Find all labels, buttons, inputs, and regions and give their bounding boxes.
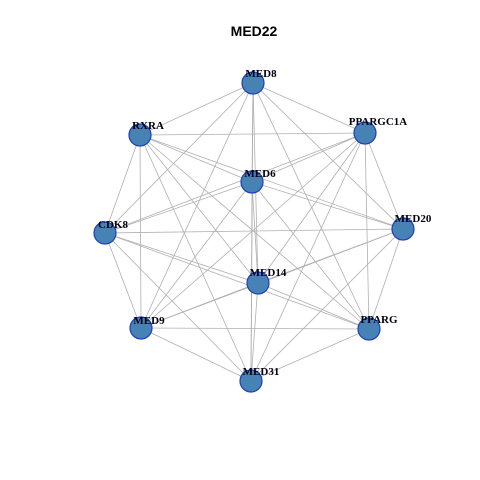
edge-med9-med31 <box>140 327 252 382</box>
edge-cdk8-med9 <box>104 232 142 329</box>
edge-cdk8-pparg <box>104 232 370 330</box>
node-label-ppargc1a: PPARGC1A <box>349 116 408 128</box>
edge-med6-med20 <box>251 181 404 230</box>
node-circle-med20 <box>391 217 415 241</box>
edge-ppargc1a-med14 <box>257 132 366 284</box>
diagram-title: MED22 <box>231 23 278 39</box>
edge-med14-pparg <box>257 282 370 330</box>
node-circle-med31 <box>239 369 263 393</box>
node-label-med20: MED20 <box>395 213 432 225</box>
edge-pparg-med31 <box>250 328 370 382</box>
edge-rxra-med6 <box>139 134 253 183</box>
node-circle-rxra <box>128 123 152 147</box>
node-label-pparg: PPARG <box>360 314 398 326</box>
node-med20: MED20 <box>391 213 432 241</box>
node-med31: MED31 <box>239 366 280 393</box>
node-cdk8: CDK8 <box>93 219 128 245</box>
edge-med8-ppargc1a <box>252 82 366 134</box>
node-label-med8: MED8 <box>245 68 277 80</box>
edge-med20-med31 <box>250 228 404 382</box>
node-circle-cdk8 <box>93 221 117 245</box>
edge-med9-pparg <box>140 327 370 330</box>
node-pparg: PPARG <box>357 314 398 341</box>
node-circle-med8 <box>241 71 265 95</box>
node-rxra: RXRA <box>128 120 164 147</box>
node-label-cdk8: CDK8 <box>98 219 128 231</box>
edge-ppargc1a-rxra <box>139 132 366 136</box>
node-circle-med14 <box>246 271 270 295</box>
node-label-med14: MED14 <box>250 267 287 279</box>
node-label-med9: MED9 <box>133 315 165 327</box>
edge-rxra-med14 <box>139 134 259 284</box>
edge-rxra-med31 <box>139 134 252 382</box>
edge-ppargc1a-med31 <box>250 132 366 382</box>
edge-ppargc1a-med20 <box>364 132 404 230</box>
edge-rxra-cdk8 <box>104 134 141 234</box>
node-label-rxra: RXRA <box>132 120 164 132</box>
edge-ppargc1a-pparg <box>364 132 370 330</box>
edge-med20-cdk8 <box>104 228 404 234</box>
edge-ppargc1a-cdk8 <box>104 132 366 234</box>
node-label-med31: MED31 <box>243 366 280 378</box>
edge-rxra-med9 <box>139 134 142 329</box>
node-circle-ppargc1a <box>353 121 377 145</box>
edge-med14-med9 <box>140 282 259 329</box>
edge-med8-med9 <box>140 82 254 329</box>
node-label-med6: MED6 <box>244 168 276 180</box>
edge-med6-med9 <box>140 181 253 329</box>
node-med8: MED8 <box>241 68 277 95</box>
edge-layer <box>104 82 404 382</box>
node-med6: MED6 <box>240 168 276 194</box>
edge-rxra-med20 <box>139 134 404 230</box>
edge-med8-med20 <box>252 82 404 230</box>
edge-med8-pparg <box>252 82 370 330</box>
edge-cdk8-med31 <box>104 232 252 382</box>
node-ppargc1a: PPARGC1A <box>349 116 408 145</box>
node-med14: MED14 <box>246 267 287 295</box>
edge-cdk8-med14 <box>104 232 259 284</box>
edge-ppargc1a-med6 <box>251 132 366 183</box>
edge-med8-cdk8 <box>104 82 254 234</box>
edge-med6-pparg <box>251 181 370 330</box>
node-circle-med9 <box>129 316 153 340</box>
node-circle-med6 <box>240 170 264 194</box>
node-circle-pparg <box>357 317 381 341</box>
edge-med8-rxra <box>139 82 254 136</box>
edge-rxra-pparg <box>139 134 370 330</box>
node-med9: MED9 <box>129 315 165 340</box>
edge-med6-cdk8 <box>104 181 253 234</box>
edge-med6-med14 <box>251 181 259 284</box>
edge-med14-med31 <box>250 282 259 382</box>
edge-med20-pparg <box>368 228 404 330</box>
